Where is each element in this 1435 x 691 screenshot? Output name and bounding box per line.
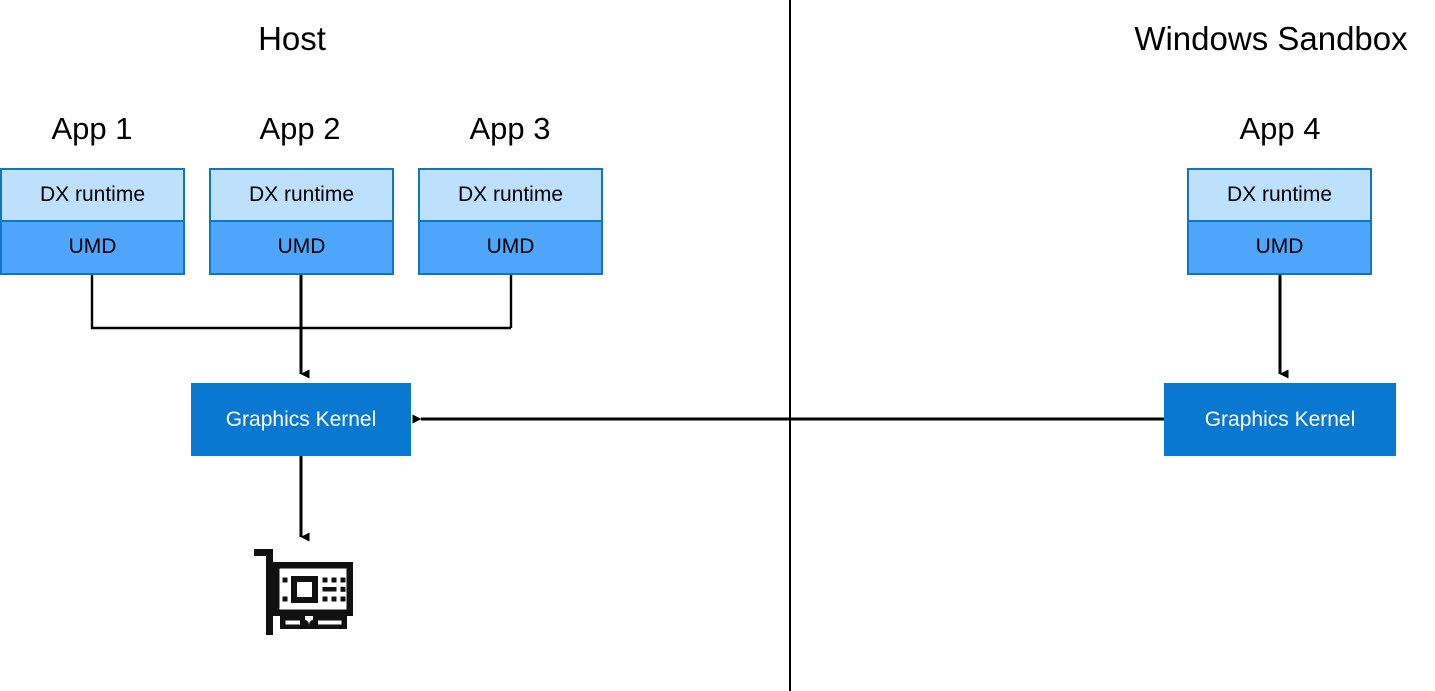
dx-runtime-lane-app-2: DX runtime [211,170,392,222]
umd-lane-app-2: UMD [211,221,392,273]
graphics-kernel-sandbox[interactable]: Graphics Kernel [1164,383,1396,456]
dx-runtime-lane-app-4: DX runtime [1189,170,1370,222]
app-box-app-2[interactable]: DX runtime UMD [209,168,394,275]
dx-runtime-lane-app-1: DX runtime [2,170,183,222]
app-label-app-1: App 1 [51,111,133,146]
app-label-app-3: App 3 [469,111,551,146]
section-title-windows-sandbox: Windows Sandbox [1134,20,1408,57]
gpu-card-icon [254,549,353,635]
umd-lane-app-3: UMD [420,221,601,273]
dx-runtime-lane-app-3: DX runtime [420,170,601,222]
umd-lane-app-1: UMD [2,221,183,273]
app-label-app-2: App 2 [259,111,341,146]
graphics-kernel-host[interactable]: Graphics Kernel [191,383,411,456]
app-label-app-4: App 4 [1239,111,1321,146]
host-sandbox-divider [789,0,791,691]
app-box-app-3[interactable]: DX runtime UMD [418,168,603,275]
app-box-app-4[interactable]: DX runtime UMD [1187,168,1372,275]
wire-app1-to-bus [90,275,511,330]
section-title-host: Host [258,20,326,57]
app-box-app-1[interactable]: DX runtime UMD [0,168,185,275]
umd-lane-app-4: UMD [1189,221,1370,273]
